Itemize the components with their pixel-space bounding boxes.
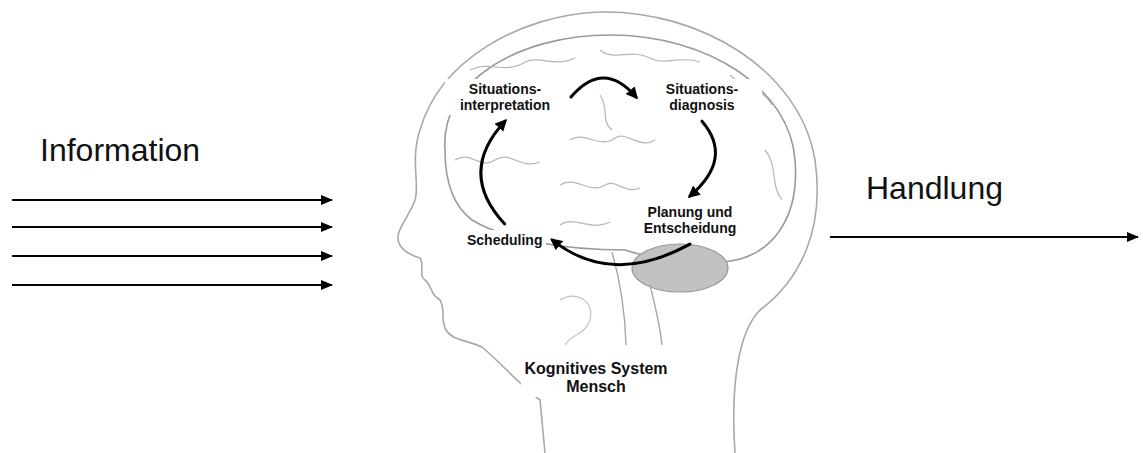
brain-gyri <box>455 50 782 225</box>
process-step: Situations- interpretation <box>445 79 565 115</box>
step-text: Planung und Entscheidung <box>634 204 746 236</box>
input-label: Information <box>40 132 200 169</box>
process-step: Planung und Entscheidung <box>630 202 750 238</box>
process-step: Situations- diagnosis <box>642 79 762 115</box>
system-label: Kognitives System Mensch <box>521 360 671 397</box>
input-arrows <box>12 200 332 285</box>
step-text: Situations- interpretation <box>449 81 561 113</box>
output-arrow <box>830 236 1138 238</box>
step-text: Situations- diagnosis <box>646 81 758 113</box>
cerebellum <box>632 244 728 292</box>
cycle-arrow <box>571 78 636 97</box>
cycle-arrow <box>690 121 715 196</box>
cycle-arrow <box>552 240 690 265</box>
process-step: Scheduling <box>463 230 546 250</box>
cycle-arrow <box>481 121 505 224</box>
output-label: Handlung <box>866 170 1003 207</box>
brain-outline <box>445 35 796 263</box>
step-text: Scheduling <box>467 232 542 248</box>
ear-line <box>560 296 591 345</box>
head-outline <box>398 12 817 453</box>
